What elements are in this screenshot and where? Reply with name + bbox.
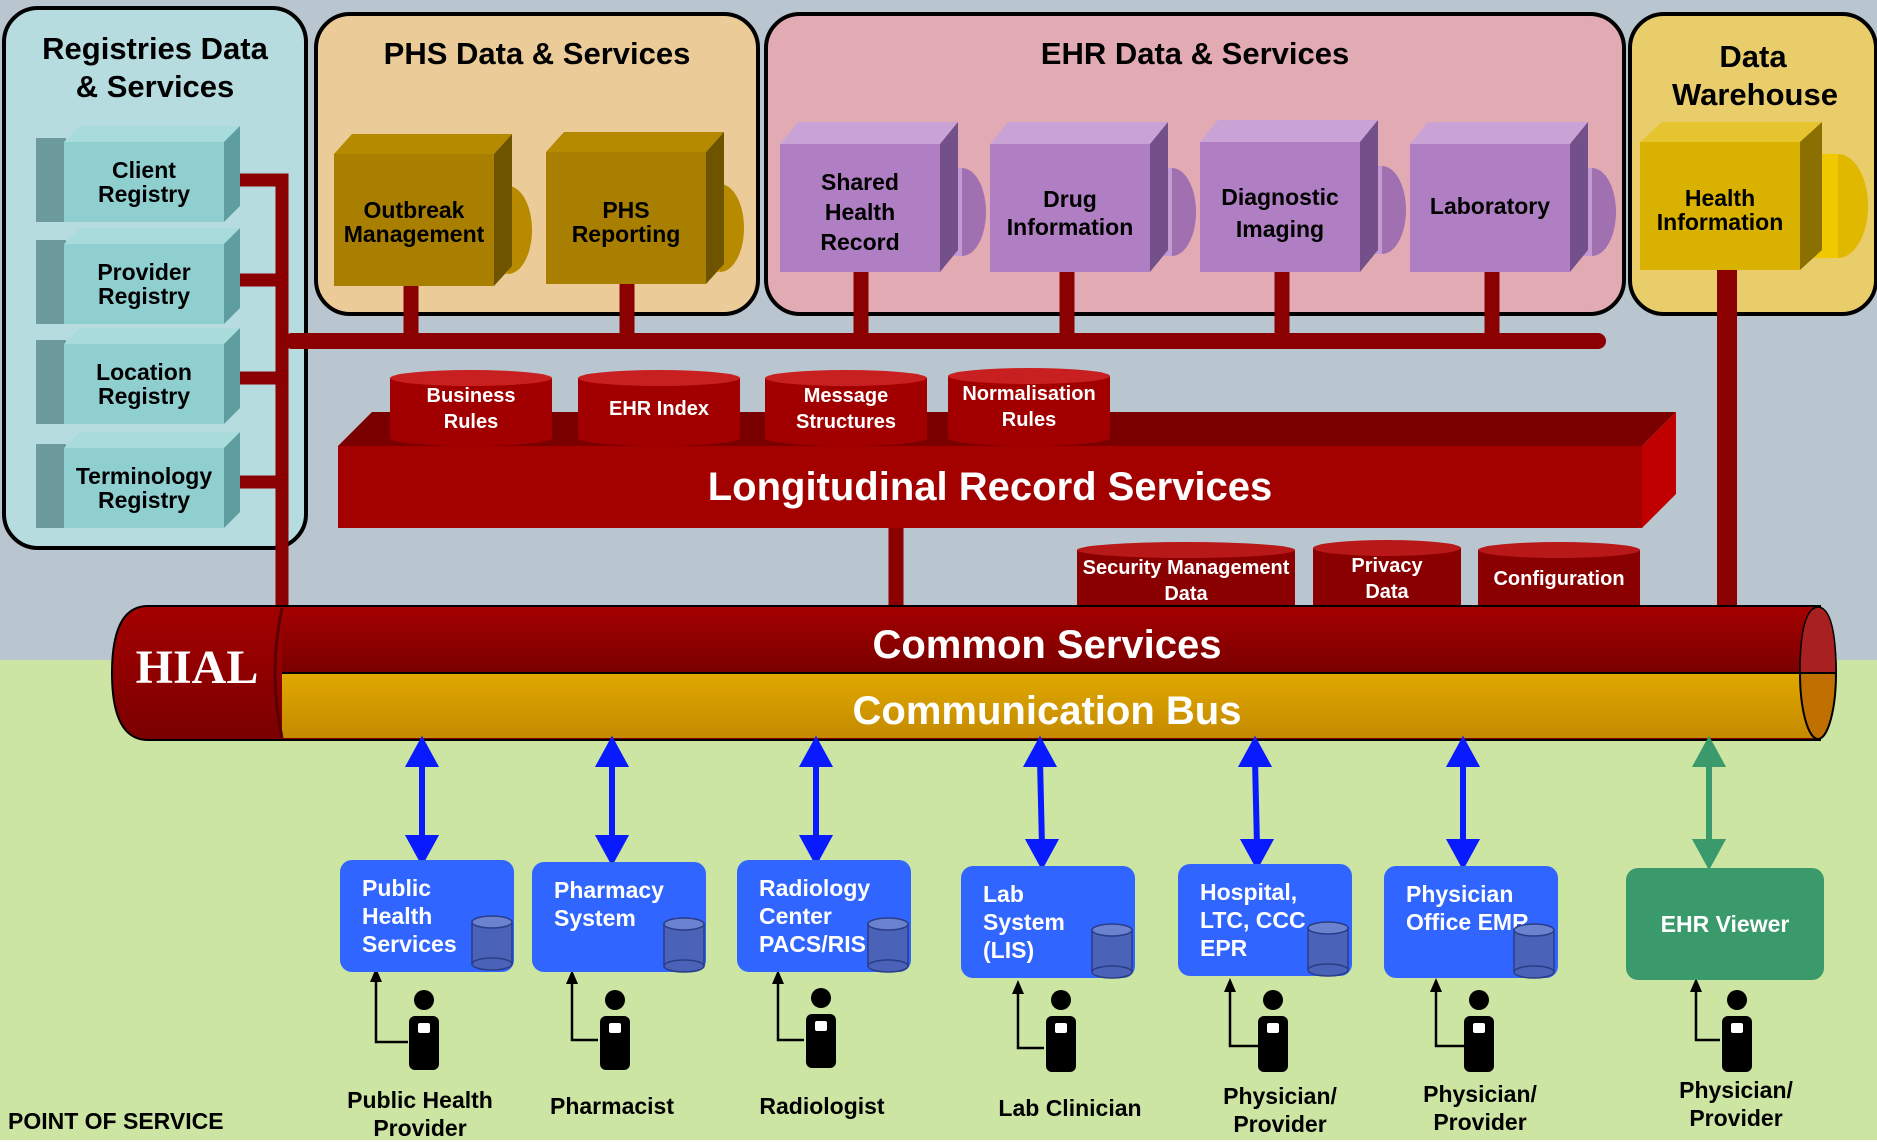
role-label-public-health: Public Health Provider xyxy=(347,1087,493,1141)
store-label-normalisation-rules: Normalisation Rules xyxy=(962,383,1096,431)
point-of-service-label: POINT OF SERVICE xyxy=(8,1108,224,1134)
ehr-cube-drug xyxy=(990,122,1196,272)
registry-label-provider: Provider Registry xyxy=(97,258,191,309)
person-icon-lab xyxy=(1012,980,1076,1072)
ehr-cube-imaging xyxy=(1200,120,1406,272)
phs-label-outbreak: Outbreak Management xyxy=(343,196,485,247)
poc-box-ehr-viewer[interactable]: EHR Viewer xyxy=(1626,868,1824,980)
role-label-radiology: Radiologist xyxy=(759,1093,885,1119)
poc-arrows xyxy=(404,735,1727,871)
store-label-privacy-data: Privacy Data xyxy=(1351,555,1423,603)
warehouse-panel-title: Data Warehouse xyxy=(1672,39,1838,112)
poc-box-public-health[interactable]: Public Health Services xyxy=(340,860,514,972)
arrow-ehr-viewer xyxy=(1691,735,1727,871)
phs-cube-outbreak xyxy=(334,134,532,286)
store-privacy-data xyxy=(1313,540,1461,614)
arrow-lab xyxy=(1022,735,1060,871)
registries-panel-title: Registries Data & Services xyxy=(42,31,268,104)
store-label-ehr-index: EHR Index xyxy=(608,398,710,420)
poc-label-radiology: Radiology Center PACS/RIS xyxy=(759,875,871,957)
person-icon-pharmacy xyxy=(566,970,630,1070)
store-label-business-rules: Business Rules xyxy=(426,385,516,433)
registry-label-client: Client Registry xyxy=(97,156,191,207)
registry-cube-provider xyxy=(36,228,240,324)
poc-box-pharmacy[interactable]: Pharmacy System xyxy=(532,862,706,972)
store-ehr-index xyxy=(578,370,740,446)
poc-label-lab: Lab System (LIS) xyxy=(983,881,1065,963)
lrs-bottom-stores xyxy=(1077,540,1640,614)
store-label-configuration: Configuration xyxy=(1493,567,1625,590)
registry-cube-terminology xyxy=(36,432,240,528)
role-label-ehr-viewer: Physician/ Provider xyxy=(1679,1077,1793,1131)
person-icon-hospital xyxy=(1224,978,1288,1072)
arrow-physician-office xyxy=(1445,735,1481,871)
ehr-label-shr: Shared Health Record xyxy=(820,169,900,255)
poc-label-physician-office: Physician Office EMR xyxy=(1406,881,1529,935)
lrs-top-stores xyxy=(390,368,1110,446)
lrs-title: Longitudinal Record Services xyxy=(707,465,1273,509)
phs-label-reporting: PHS Reporting xyxy=(571,196,681,247)
poc-label-ehr-viewer: EHR Viewer xyxy=(1660,911,1790,937)
poc-box-radiology[interactable]: Radiology Center PACS/RIS xyxy=(737,860,911,972)
arrow-hospital xyxy=(1237,735,1275,871)
ehr-label-drug: Drug Information xyxy=(1006,186,1134,240)
arrow-public-health xyxy=(404,735,440,867)
store-label-message-structures: Message Structures xyxy=(795,385,897,433)
store-normalisation-rules xyxy=(948,368,1110,446)
person-icon-physician-office xyxy=(1430,978,1494,1072)
registry-cubes xyxy=(36,126,240,528)
phs-cubes xyxy=(334,132,744,286)
arrow-pharmacy xyxy=(594,735,630,867)
warehouse-cube xyxy=(1640,122,1868,270)
store-label-security-management: Security Management Data xyxy=(1082,557,1290,605)
store-configuration xyxy=(1478,542,1640,614)
store-business-rules xyxy=(390,370,552,446)
registry-label-terminology: Terminology Registry xyxy=(75,462,213,513)
phs-cube-reporting xyxy=(546,132,744,284)
service-drops xyxy=(403,272,1500,341)
ehr-cube-shr xyxy=(780,122,986,272)
ehr-cubes xyxy=(780,120,1616,272)
person-icon-radiology xyxy=(772,970,836,1068)
poc-label-pharmacy: Pharmacy System xyxy=(554,877,664,931)
role-label-lab: Lab Clinician xyxy=(998,1095,1142,1121)
person-icon-public-health xyxy=(370,968,439,1070)
arrow-radiology xyxy=(798,735,834,867)
poc-label-hospital: Hospital, LTC, CCC EPR xyxy=(1200,879,1306,961)
poc-box-physician-office[interactable]: Physician Office EMR xyxy=(1384,866,1558,978)
common-services-label: Common Services xyxy=(872,623,1222,667)
role-label-pharmacy: Pharmacist xyxy=(549,1093,674,1119)
ehr-panel-title: EHR Data & Services xyxy=(1040,36,1350,71)
ehr-label-imaging: Diagnostic Imaging xyxy=(1221,184,1339,242)
phs-panel-title: PHS Data & Services xyxy=(383,36,691,71)
warehouse-label-health-info: Health Information xyxy=(1656,184,1784,235)
hial-label: HIAL xyxy=(135,640,259,694)
store-security-management xyxy=(1077,542,1295,614)
ehr-label-lab: Laboratory xyxy=(1429,192,1551,219)
registry-label-location: Location Registry xyxy=(96,358,192,409)
communication-bus-label: Communication Bus xyxy=(852,689,1242,733)
store-message-structures xyxy=(765,370,927,446)
person-icon-ehr-viewer xyxy=(1690,978,1752,1072)
ehr-cube-lab xyxy=(1410,122,1616,272)
role-label-physician-office: Physician/ Provider xyxy=(1423,1081,1537,1135)
person-icons xyxy=(370,968,1752,1072)
poc-label-public-health: Public Health Services xyxy=(362,875,457,957)
registry-cube-location xyxy=(36,328,240,424)
role-label-hospital: Physician/ Provider xyxy=(1223,1083,1337,1137)
poc-box-lab[interactable]: Lab System (LIS) xyxy=(961,866,1135,978)
registry-cube-client xyxy=(36,126,240,222)
poc-box-hospital[interactable]: Hospital, LTC, CCC EPR xyxy=(1178,864,1352,976)
hial-pipe xyxy=(110,605,1837,741)
